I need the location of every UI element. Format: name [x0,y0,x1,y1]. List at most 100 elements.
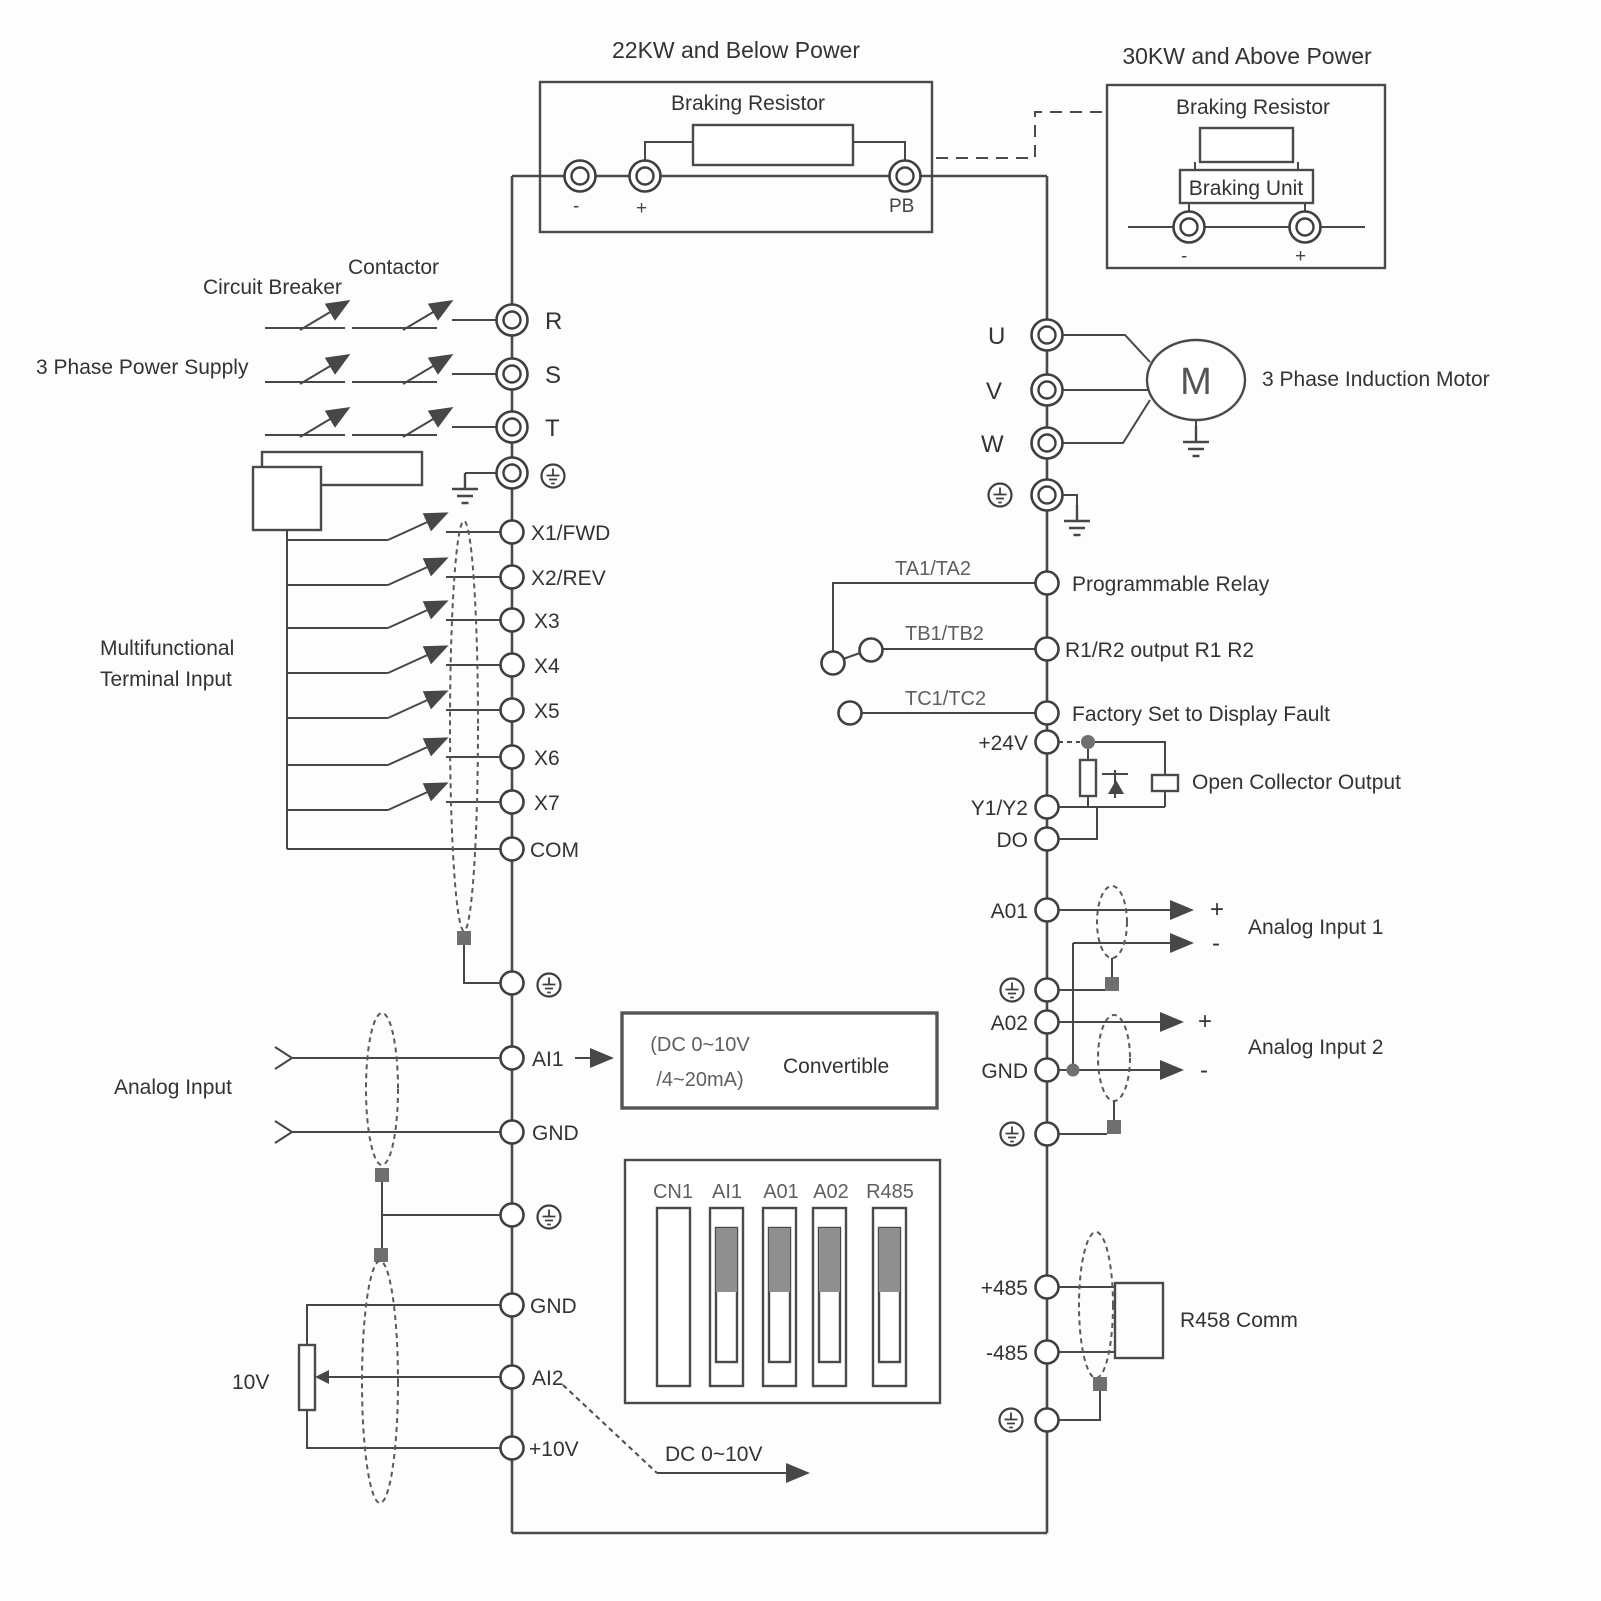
label-multifunctional-2: Terminal Input [100,668,232,691]
pe-icon-a02 [999,1121,1025,1147]
shield-dot-485 [1093,1377,1107,1391]
label-brake-plus: + [636,198,647,219]
label-x5: X5 [534,700,560,723]
shield-ellipse-analog-in [365,1012,399,1166]
terminal-x3 [499,607,525,633]
terminal-pe-485 [1034,1407,1060,1433]
label-m485: -485 [986,1342,1028,1365]
label-tc: TC1/TC2 [905,688,986,710]
pe-icon-control-1 [536,972,562,998]
pe-icon-control-2 [536,1204,562,1230]
terminal-y1y2 [1034,794,1060,820]
shield-ellipse-a02 [1097,1014,1131,1102]
label-p10v: +10V [529,1438,579,1461]
relay-output-section: TA1/TA2 TB1/TB2 TC1/TC2 Programmable Rel… [820,558,1330,726]
label-analog-input-1: Analog Input 1 [1248,916,1383,939]
contactor-blade-s [402,353,454,385]
label-x1: X1/FWD [531,522,610,545]
label-circuit-breaker: Circuit Breaker [203,276,342,299]
pe-icon-output [987,482,1013,508]
shield-dot-a01 [1105,977,1119,991]
sign-plus-2: + [1198,1008,1212,1035]
terminal-unit-plus [1288,210,1322,244]
title-22kw: 22KW and Below Power [612,37,860,63]
pe-icon-input [540,463,566,489]
dashed-link-wire [936,111,1107,159]
title-30kw: 30KW and Above Power [1122,43,1372,69]
label-multifunctional-1: Multifunctional [100,637,234,660]
label-converter-range-2: /4~20mA) [656,1069,743,1091]
label-terminal-r: R [545,308,562,335]
terminal-tc [1034,700,1060,726]
terminal-ta [1034,570,1060,596]
terminal-pe-output [1030,478,1064,512]
jumper-block: CN1 AI1 A01 A02 R485 [623,1158,942,1405]
terminal-p485 [1034,1274,1060,1300]
shield-ellipse-x-inputs [449,520,479,932]
earth-symbol-input [450,471,480,505]
label-brake-pb: PB [889,196,914,217]
label-u: U [988,323,1005,350]
sign-plus-1: + [1210,896,1224,923]
label-jumper-r485: R485 [866,1181,914,1203]
analog-input-section: AI1 GND Analog Input [114,1012,614,1262]
ai2-dc-leader [562,1384,658,1474]
label-a02: A02 [991,1012,1028,1035]
relay-contact-tc [837,700,863,726]
shield-ellipse-485 [1078,1231,1114,1379]
terminal-p10v [499,1435,525,1461]
label-pot-10v: 10V [232,1371,269,1394]
label-r1r2-output: R1/R2 output R1 R2 [1065,639,1254,662]
terminal-x7 [499,789,525,815]
braking-resistor-30kw-box: 30KW and Above Power Braking Resistor Br… [1105,43,1387,270]
terminal-ai2 [499,1364,525,1390]
shield-ellipse-pot [361,1260,399,1504]
comm-device-box [1113,1281,1165,1360]
label-open-collector: Open Collector Output [1192,771,1401,794]
label-x2: X2/REV [531,567,606,590]
terminal-pe-a01 [1034,977,1060,1003]
pullup-resistor [1078,758,1098,798]
motor-output-section: M U V W 3 Phase Induction Motor [981,318,1490,537]
shield-dot-x-inputs [457,931,471,945]
terminal-pe-a02 [1034,1121,1060,1147]
terminal-brake-plus [628,159,662,193]
label-converter-range-1: (DC 0~10V [650,1034,750,1056]
contactor-blade-t [402,406,454,438]
terminal-m485 [1034,1339,1060,1365]
label-ai2: AI2 [532,1367,564,1390]
label-gnd-out: GND [981,1060,1028,1083]
label-com: COM [530,839,579,862]
terminal-ai1 [499,1045,525,1071]
breaker-blade-s [299,353,351,385]
junction-dot-24v [1081,735,1095,749]
breaker-blade-t [299,406,351,438]
label-power-supply: 3 Phase Power Supply [36,356,249,379]
terminal-a02 [1034,1009,1060,1035]
label-jumper-ai1: AI1 [712,1181,742,1203]
jumper-slot-cn1 [655,1206,692,1388]
transistor-arrow [1108,780,1124,794]
shield-ellipse-a01 [1096,885,1128,959]
breaker-blade-r [299,299,351,331]
label-contactor: Contactor [348,256,439,279]
terminal-v [1030,373,1064,407]
label-do: DO [997,829,1029,852]
terminal-gnd-out [1034,1057,1060,1083]
label-r458-comm: R458 Comm [1180,1309,1298,1332]
terminal-w [1030,426,1064,460]
terminal-u [1030,318,1064,352]
terminal-a01 [1034,897,1060,923]
pe-icon-a01 [999,977,1025,1003]
label-braking-resistor-22kw: Braking Resistor [671,92,825,115]
label-ta: TA1/TA2 [895,558,971,580]
terminal-gnd-2 [499,1292,525,1318]
pot-wiper-arrow [315,1370,329,1384]
label-analog-input: Analog Input [114,1076,232,1099]
sign-minus-2: - [1200,1057,1208,1084]
terminal-s [495,357,529,391]
label-terminal-t: T [545,415,560,442]
input-power-section: R S T Circuit Breaker Contactor 3 Phase … [36,256,566,505]
label-jumper-cn1: CN1 [653,1181,693,1203]
label-gnd-2: GND [530,1295,577,1318]
